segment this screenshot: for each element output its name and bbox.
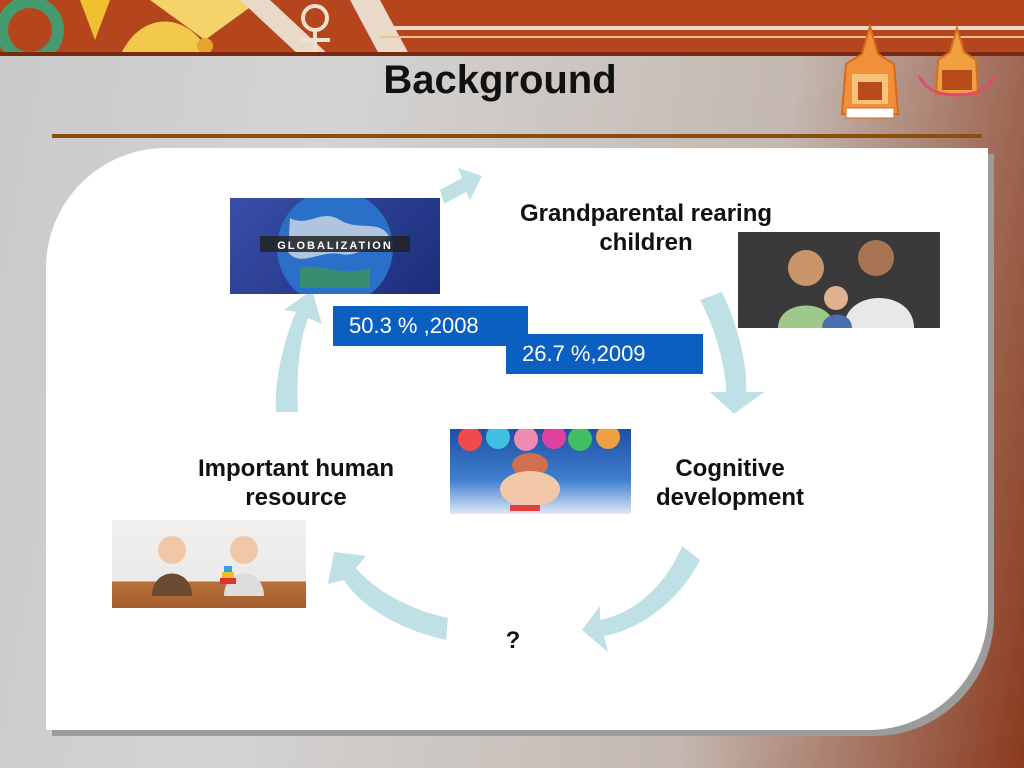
header-band	[0, 0, 1024, 56]
node-human-resource: Important human resource	[198, 455, 394, 511]
arrow-top	[440, 168, 482, 204]
arrow-right	[700, 292, 764, 414]
ornament-pattern	[0, 0, 410, 56]
arrow-bottom-left	[328, 552, 448, 640]
grandparents-photo	[738, 232, 940, 328]
globalization-image: GLOBALIZATION	[230, 198, 440, 294]
title-divider	[52, 134, 982, 138]
university-emblem-logo	[840, 24, 900, 119]
stat-2009-box: 26.7 %,2009	[506, 334, 703, 374]
globalization-caption: GLOBALIZATION	[277, 240, 393, 252]
arrow-bottom-right	[582, 546, 700, 652]
stat-2008-box: 50.3 % ,2008	[333, 306, 528, 346]
node-question: ?	[505, 627, 521, 654]
baby-brain-image	[450, 429, 631, 514]
node-grandparental-rearing: Grandparental rearing children	[519, 200, 773, 256]
twin-babies-photo	[112, 520, 306, 608]
slide-title: Background	[383, 58, 617, 102]
arrow-left	[275, 290, 322, 412]
node-cognitive-development: Cognitive development	[655, 455, 805, 511]
faculty-emblem-logo	[918, 24, 996, 97]
